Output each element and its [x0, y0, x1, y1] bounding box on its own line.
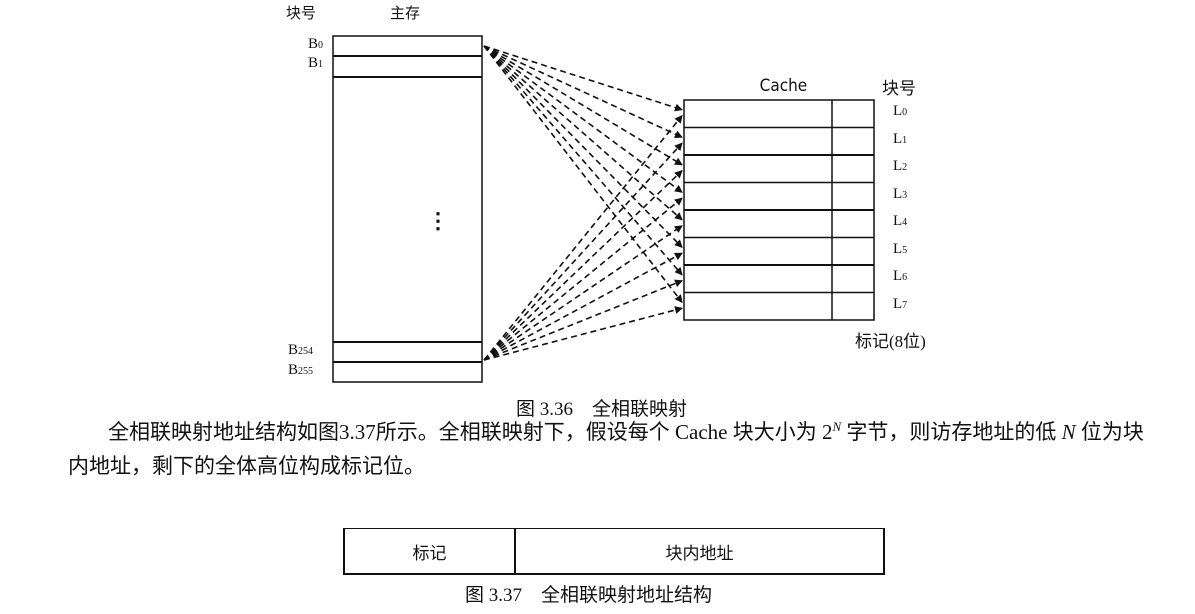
cache-line-label-l2: L2	[893, 158, 908, 174]
block-label-b0: B0	[308, 36, 324, 52]
cache-line-label-l4: L4	[893, 213, 908, 229]
cache-line-label-l0: L0	[893, 103, 908, 119]
block-label-b254: B254	[288, 342, 314, 358]
mapping-arrow	[483, 45, 683, 193]
mapping-arrow	[483, 170, 683, 361]
figure-3-36-caption: 图 3.36 全相联映射	[516, 399, 688, 420]
mapping-arrow	[483, 45, 683, 166]
mapping-arrow	[483, 142, 683, 361]
address-structure-box: 标记 块内地址	[343, 528, 885, 575]
cache-line-label-l6: L6	[893, 268, 908, 284]
mapping-arrow	[483, 45, 683, 221]
mapping-arrow	[483, 114, 683, 361]
cache-line-label-l7: L7	[893, 295, 908, 312]
block-offset-field: 块内地址	[665, 543, 734, 563]
mapping-arrow	[483, 45, 683, 138]
main-memory-box	[332, 35, 483, 383]
mapping-arrow	[483, 45, 683, 304]
cache-line-label-l3: L3	[893, 185, 908, 202]
figure-3-37-caption: 图 3.37 全相联映射地址结构	[465, 585, 713, 606]
cache-line-label-l1: L1	[893, 130, 908, 147]
cache-box	[683, 99, 875, 321]
body-paragraph: 全相联映射地址结构如图3.37所示。全相联映射下，假设每个 Cache 块大小为…	[68, 419, 1144, 478]
mapping-arrow	[483, 45, 683, 112]
full-associative-mapping-diagram	[332, 35, 875, 383]
mapping-arrow	[483, 279, 683, 361]
tag-8bit-label: 标记(8位)	[855, 332, 926, 351]
main-memory-title: 主存	[390, 6, 421, 22]
mapping-arrow	[483, 45, 683, 276]
tag-field: 标记	[345, 529, 516, 573]
block-label-b1: B1	[308, 55, 324, 71]
cache-line-label-l5: L5	[893, 240, 908, 257]
mapping-arrow	[483, 252, 683, 361]
mapping-arrows	[483, 45, 683, 361]
ellipsis: ⋮	[427, 208, 449, 233]
mapping-arrow	[483, 197, 683, 361]
mapping-arrow	[483, 45, 683, 248]
cache-title: Cache	[759, 76, 808, 96]
main-memory-block-header: 块号	[286, 6, 317, 22]
block-label-b255: B255	[288, 362, 314, 378]
cache-block-header: 块号	[882, 79, 916, 98]
mapping-arrow	[483, 306, 683, 361]
